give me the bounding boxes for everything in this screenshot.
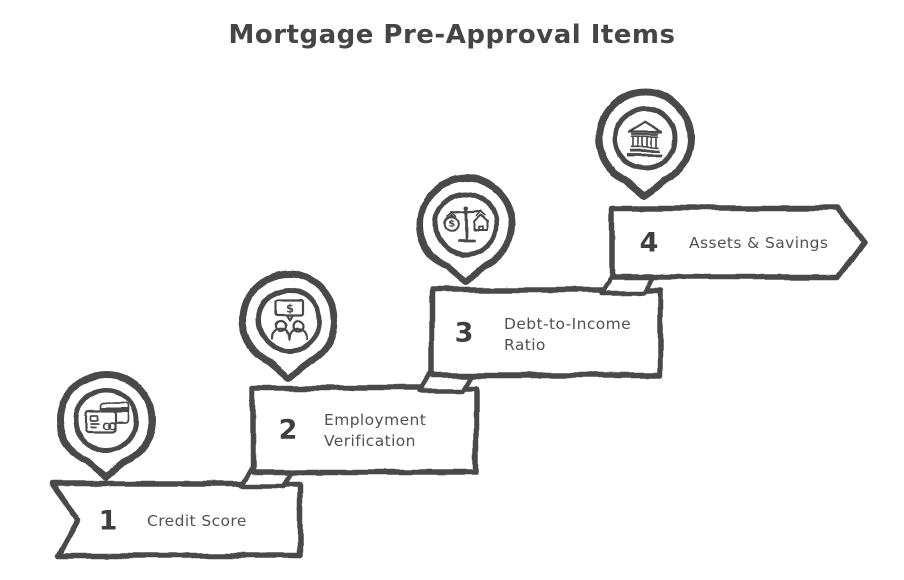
balance-scale-icon: $: [444, 205, 488, 242]
credit-card-icon: [84, 402, 129, 434]
step-number: 3: [455, 318, 474, 349]
sketch-shapes: $ $: [49, 88, 867, 559]
step-banner-3: [429, 287, 663, 378]
step-label-line: Credit Score: [147, 512, 247, 530]
step-banner-2: [250, 385, 479, 475]
dollar-glyph: $: [285, 301, 293, 315]
step-label-line: Verification: [324, 432, 416, 450]
step-4-pin: [595, 88, 695, 200]
step-2-pin: $: [239, 270, 339, 382]
step-label-line: Debt-to-Income: [504, 315, 631, 333]
dollar-glyph: $: [449, 220, 455, 230]
step-number: 1: [99, 506, 118, 537]
step-3-pin: $: [416, 174, 516, 286]
page-title: Mortgage Pre-Approval Items: [228, 20, 676, 50]
step-label-line: Ratio: [504, 336, 546, 354]
step-banner-4: [609, 205, 867, 280]
step-label-line: Assets & Savings: [689, 234, 828, 252]
step-number: 2: [279, 415, 298, 446]
step-label-line: Employment: [324, 411, 426, 429]
step-texts: 1 Credit Score 2 Employment Verification…: [99, 228, 828, 537]
employment-people-icon: $: [270, 298, 308, 340]
step-1-pin: [56, 370, 156, 482]
step-number: 4: [640, 228, 659, 259]
bank-icon: [627, 120, 663, 157]
